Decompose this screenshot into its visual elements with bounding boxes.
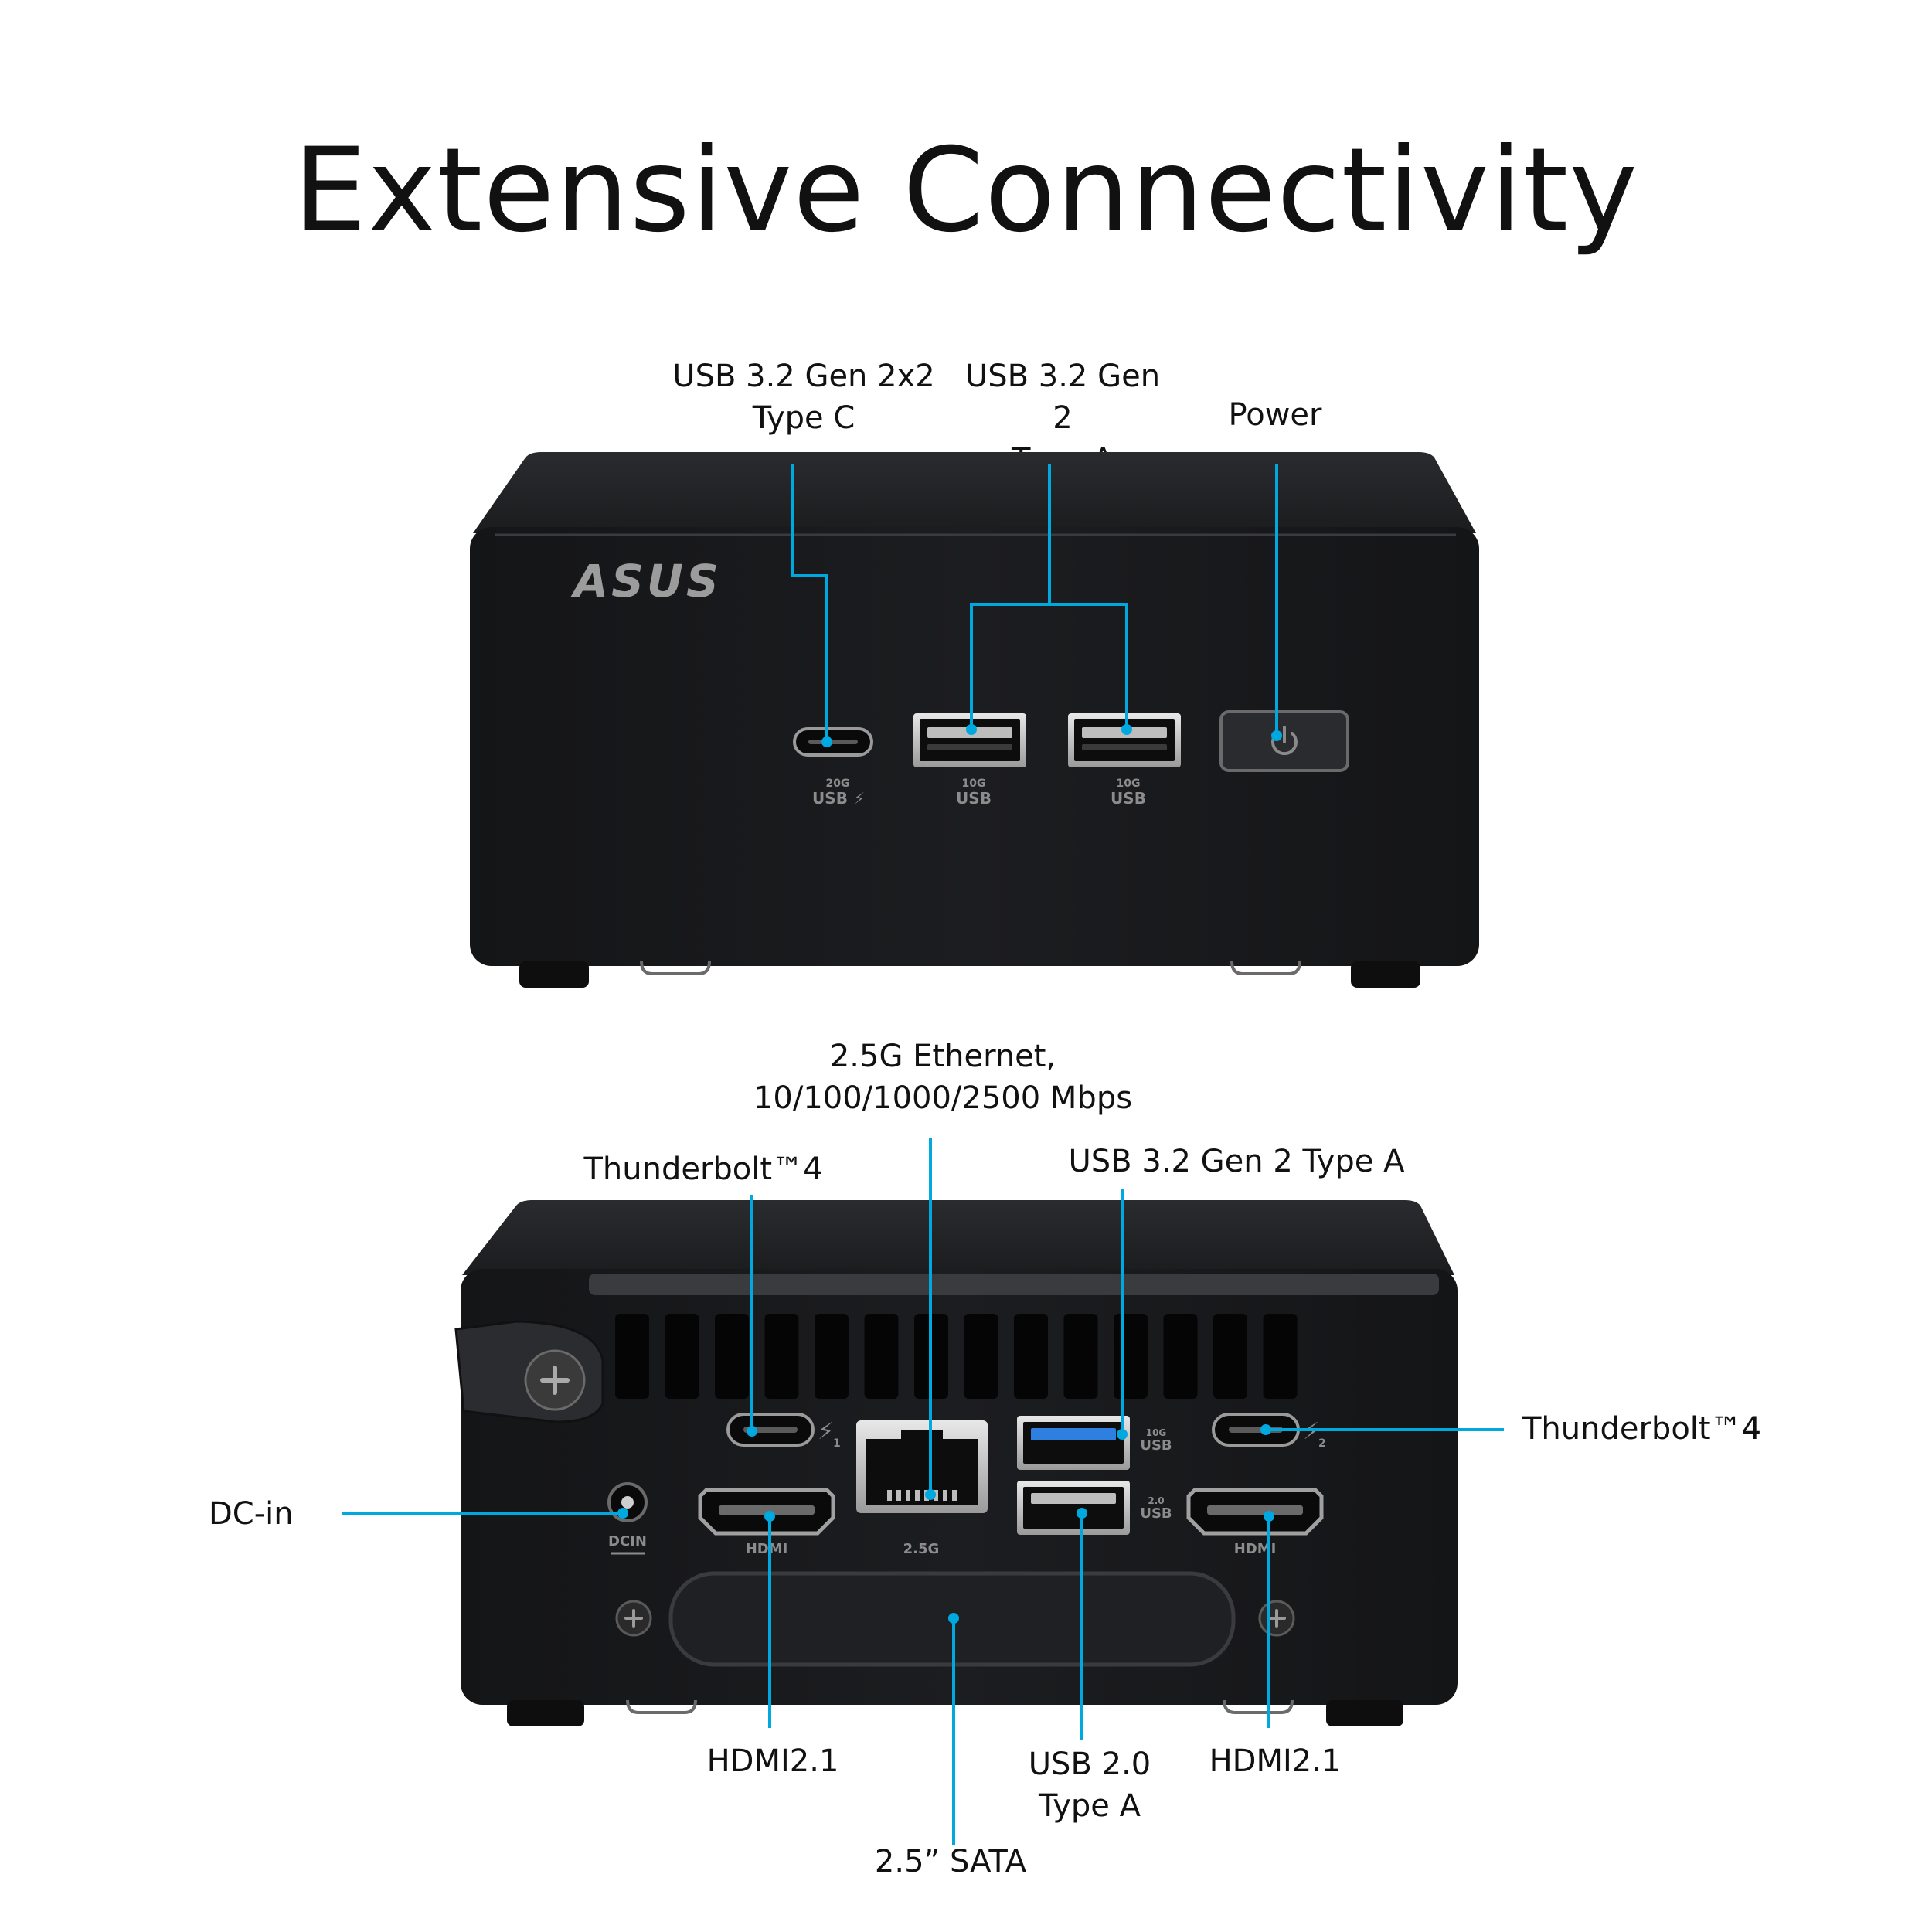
label-dc-in: DC-in	[209, 1496, 294, 1532]
thunderbolt-1-icon: ⚡	[818, 1418, 834, 1445]
rear-screw-left-icon	[624, 1609, 643, 1628]
usb-bottom-name: USB	[1140, 1505, 1172, 1522]
label-usb-c-front: USB 3.2 Gen 2x2 Type C	[672, 359, 935, 436]
rear-usb-a-top-port	[1017, 1416, 1130, 1470]
vent-slot	[964, 1314, 998, 1399]
front-usb-a-port-1	[913, 713, 1026, 767]
vent-slot	[1263, 1314, 1298, 1399]
rear-clip-right	[1223, 1699, 1294, 1714]
ethernet-pin	[915, 1490, 920, 1501]
usb-top-speed: 10G	[1146, 1427, 1167, 1438]
rear-top-lid	[462, 1200, 1454, 1275]
vent-slot	[715, 1314, 749, 1399]
callout-usb-a-front-branch	[970, 603, 1128, 726]
rear-vent-lip	[589, 1274, 1439, 1295]
label-usb2: USB 2.0 Type A	[1028, 1747, 1151, 1824]
ethernet-pin	[952, 1490, 957, 1501]
rear-callout-dots	[617, 1424, 1274, 1624]
usb-top-name: USB	[1140, 1437, 1172, 1454]
front-foot-left	[519, 961, 589, 988]
label-hdmi-left: HDMI2.1	[706, 1743, 839, 1779]
lan-mark: 2.5G	[903, 1541, 940, 1557]
front-top-lid	[473, 452, 1476, 533]
power-icon	[1271, 726, 1298, 756]
front-usb-c-name: USB	[812, 789, 848, 808]
ethernet-pin	[943, 1490, 947, 1501]
front-usb-c-tongue	[808, 740, 858, 744]
ethernet-pin	[906, 1490, 910, 1501]
rear-callouts	[342, 1138, 1504, 1845]
label-usb-a-rear: USB 3.2 Gen 2 Type A	[1068, 1144, 1405, 1179]
thunderbolt-2-icon: ⚡	[1303, 1418, 1319, 1445]
front-callouts	[791, 464, 1278, 739]
vent-slot	[615, 1314, 649, 1399]
rear-device: DCIN ⚡ 1 2.5G 10G USB 2.0 USB	[454, 1200, 1458, 1726]
tb2-number: 2	[1318, 1437, 1326, 1450]
label-power: Power	[1228, 397, 1322, 433]
rear-vent-slots	[615, 1314, 1298, 1399]
bracket-screw-icon	[540, 1366, 570, 1395]
label-thunderbolt-left: Thunderbolt™4	[583, 1151, 823, 1187]
rear-foot-left	[507, 1700, 584, 1726]
hdmi-right-mark: HDMI	[1234, 1541, 1277, 1557]
vent-slot	[1014, 1314, 1048, 1399]
callout-usb-c-front	[791, 464, 828, 739]
label-thunderbolt-right: Thunderbolt™4	[1522, 1411, 1762, 1447]
ethernet-pin	[887, 1490, 892, 1501]
rear-usb-2-port	[1017, 1481, 1130, 1535]
page-title: Extensive Connectivity	[293, 124, 1639, 258]
rear-foot-right	[1326, 1700, 1403, 1726]
asus-logo: ASUS	[570, 555, 722, 607]
front-usb-c-bolt-icon: ⚡	[854, 789, 865, 808]
vent-slot	[665, 1314, 699, 1399]
dc-in-pin	[621, 1496, 634, 1509]
front-callout-dots	[821, 724, 1282, 747]
ethernet-port	[856, 1420, 988, 1513]
front-usb-a1-name: USB	[956, 789, 992, 808]
front-clip-right	[1230, 961, 1301, 975]
vent-slot	[764, 1314, 799, 1399]
vent-slot	[815, 1314, 849, 1399]
front-usb-a2-name: USB	[1111, 789, 1146, 808]
ethernet-pin	[934, 1490, 938, 1501]
dcin-mark: DCIN	[608, 1533, 647, 1549]
hdmi-left-tongue	[719, 1505, 815, 1515]
rear-clip-left	[626, 1699, 697, 1714]
rear-screw-right-icon	[1267, 1609, 1286, 1628]
front-usb-a1-speed: 10G	[962, 777, 986, 790]
vent-slot	[1063, 1314, 1098, 1399]
vent-slot	[864, 1314, 899, 1399]
hdmi-right-tongue	[1207, 1505, 1303, 1515]
ethernet-pin	[896, 1490, 901, 1501]
label-ethernet: 2.5G Ethernet, 10/100/1000/2500 Mbps	[753, 1039, 1133, 1116]
hdmi-left-mark: HDMI	[746, 1541, 788, 1557]
front-usb-a2-speed: 10G	[1117, 777, 1141, 790]
label-hdmi-right: HDMI2.1	[1209, 1743, 1342, 1779]
tb1-number: 1	[833, 1437, 841, 1450]
label-sata: 2.5” SATA	[874, 1844, 1027, 1879]
lock-bracket	[454, 1320, 604, 1423]
front-usb-a-port-2	[1068, 713, 1181, 767]
vent-slot	[1114, 1314, 1148, 1399]
front-foot-right	[1351, 961, 1420, 988]
front-clip-left	[640, 961, 711, 975]
front-usb-c-speed: 20G	[826, 777, 850, 790]
usb-bottom-speed: 2.0	[1148, 1495, 1164, 1506]
front-device: ASUS 20G USB ⚡ 10G USB 10G USB	[470, 452, 1479, 988]
vent-slot	[1163, 1314, 1198, 1399]
vent-slot	[1213, 1314, 1247, 1399]
